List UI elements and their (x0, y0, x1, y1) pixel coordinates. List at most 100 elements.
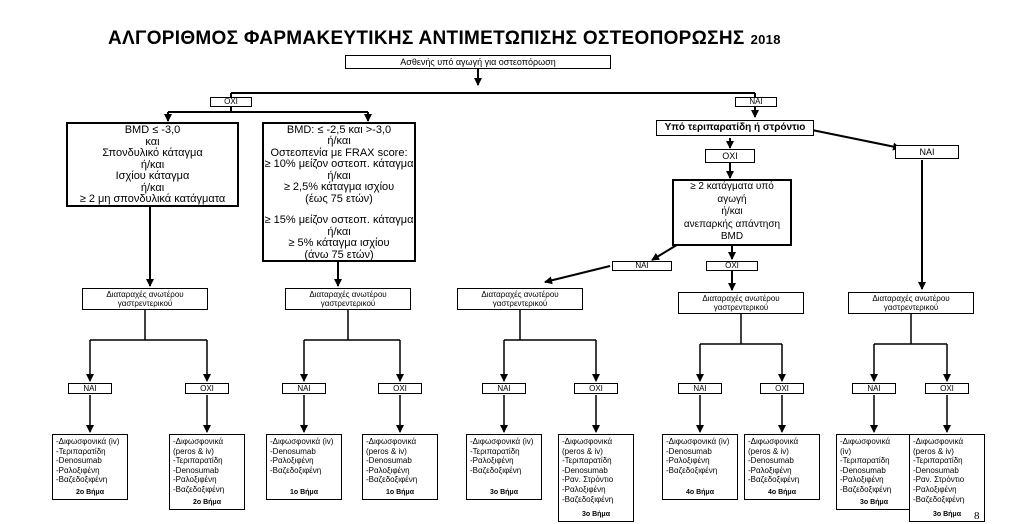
treatment-item: -Ραλοξιφένη (666, 456, 710, 466)
criteria-line: BMD ≤ -3,0 (124, 123, 181, 136)
criteria-line: ή/και (327, 225, 351, 238)
treatment-item: -Τεριπαρατίδη (562, 456, 612, 466)
criteria-line: ανεπαρκής απάντηση (683, 218, 781, 230)
no-label-fracture: ΟΧΙ (706, 261, 758, 271)
yes-label: ΝΑΙ (68, 383, 112, 394)
criteria-line: ≥ 10% μείζον οστεοπ. κάταγμα (264, 158, 414, 171)
criteria-line: ≥ 15% μείζον οστεοπ. κάταγμα (264, 214, 414, 227)
treatment-item: -Διφωσφονικά (840, 437, 891, 446)
treatment-item: -Διφωσφονικά (173, 437, 224, 446)
treatment-item: (peros & iv) (562, 446, 603, 456)
treatment-item: -Διφωσφονικά (iv) (56, 437, 120, 446)
gi-disorder-box: Διαταραχές ανωτέρου γαστρεντερικού (82, 288, 208, 310)
treatment-item: -Denosumab (666, 446, 712, 456)
gi-disorder-box: Διαταραχές ανωτέρου γαστρεντερικού (848, 292, 974, 314)
yes-label: ΝΑΙ (678, 383, 722, 394)
treatment-options-box: -Διφωσφονικά (iv)-Τεριπαρατίδη-Ραλοξιφέν… (466, 434, 542, 500)
treatment-item: (peros & iv) (173, 446, 214, 456)
treatment-item: -Διφωσφονικά (iv) (270, 437, 334, 446)
diagram-title: ΑΛΓΟΡΙΘΜΟΣ ΦΑΡΜΑΚΕΥΤΙΚΗΣ ΑΝΤΙΜΕΤΩΠΙΣΗΣ Ο… (108, 28, 781, 49)
treatment-step: 3ο Βήμα (932, 510, 962, 518)
criteria-line: ή/και (327, 135, 351, 148)
treatment-step: 3ο Βήμα (489, 488, 519, 496)
treatment-item: -Ραλοξιφένη (913, 484, 957, 494)
criteria-line: Ισχίου κάταγμα (115, 170, 190, 183)
treatment-item: -Ραλοξιφένη (56, 465, 100, 475)
treatment-item: -Τεριπαρατίδη (913, 456, 963, 466)
treatment-item: -Denosumab (748, 456, 794, 466)
treatment-step: 1ο Βήμα (385, 488, 415, 496)
no-label: ΟΧΙ (378, 383, 422, 394)
treatment-step: 1ο Βήμα (289, 488, 319, 496)
root-box: Ασθενής υπό αγωγή για οστεοπόρωση (345, 55, 611, 69)
page-number: 8 (974, 510, 980, 522)
treatment-item: -Denosumab (173, 465, 219, 475)
treatment-item: -Βαζεδοξιφένη (270, 465, 322, 475)
treatment-item: -Ραλοξιφένη (366, 465, 410, 475)
treatment-options-box: -Διφωσφονικά(peros & iv)-Τεριπαρατίδη-De… (909, 434, 985, 522)
no-label: ΟΧΙ (185, 383, 229, 394)
treatment-options-box: -Διφωσφονικά (iv)-Denosumab-Ραλοξιφένη-Β… (662, 434, 738, 500)
criteria-line: ≥ 2,5% κάταγμα ισχίου (283, 181, 395, 194)
treatment-step: 4ο Βήμα (767, 488, 797, 496)
no-label-main: ΟΧΙ (210, 97, 252, 107)
teriparatide-question: Υπό τεριπαρατίδη ή στρόντιο (656, 120, 814, 136)
treatment-item: -Ραν. Στρόντιο (913, 475, 965, 485)
treatment-item: -Βαζεδοξιφένη (173, 484, 225, 494)
criteria-line: BMD: ≤ -2,5 και >-3,0 (286, 124, 392, 136)
criteria-line: ή/και (721, 206, 743, 218)
criteria-line: (έως 75 ετών) (305, 192, 373, 205)
title-year: 2018 (750, 32, 781, 47)
criteria-line: ή/και (140, 158, 165, 171)
treatment-item: -Ραν. Στρόντιο (562, 475, 614, 485)
criteria-line: ≥ 5% κάταγμα ισχίου (288, 237, 390, 250)
treatment-item: -Ραλοξιφένη (840, 475, 884, 485)
treatment-options-box: -Διφωσφονικά(iv)-Τεριπαρατίδη-Denosumab-… (836, 434, 912, 510)
treatment-options-box: -Διφωσφονικά (iv)-Τεριπαρατίδη-Denosumab… (52, 434, 128, 500)
treatment-item: -Ραλοξιφένη (173, 475, 217, 485)
treatment-item: -Βαζεδοξιφένη (913, 494, 965, 504)
criteria-line: ≥ 2 μη σπονδυλικά κατάγματα (79, 193, 226, 206)
treatment-options-box: -Διφωσφονικά(peros & iv)-Denosumab-Ραλοξ… (744, 434, 820, 500)
treatment-item: -Βαζεδοξιφένη (56, 475, 108, 485)
gi-disorder-label: Διαταραχές ανωτέρου γαστρεντερικού (309, 289, 387, 308)
gi-disorder-label: Διαταραχές ανωτέρου γαστρεντερικού (106, 289, 184, 308)
yes-label: ΝΑΙ (482, 383, 526, 394)
criteria-line: Οστεοπενία με FRAX score: (270, 146, 408, 159)
treatment-item: (peros & iv) (748, 446, 789, 456)
yes-label: ΝΑΙ (852, 383, 896, 394)
treatment-step: 2ο Βήμα (192, 498, 222, 506)
treatment-item: -Βαζεδοξιφένη (470, 465, 522, 475)
treatment-item: -Denosumab (366, 456, 412, 466)
treatment-item: -Βαζεδοξιφένη (748, 475, 800, 485)
gi-disorder-box: Διαταραχές ανωτέρου γαστρεντερικού (457, 288, 583, 310)
gi-disorder-label: Διαταραχές ανωτέρου γαστρεντερικού (481, 289, 559, 308)
treatment-item: -Διφωσφονικά (366, 437, 417, 446)
criteria-line: ή/και (327, 169, 351, 182)
criteria-line: ή/και (140, 181, 165, 194)
no-label-teri: ΟΧΙ (705, 149, 755, 163)
treatment-item: -Denosumab (840, 465, 886, 475)
criteria-line: BMD (720, 231, 744, 243)
gi-disorder-label: Διαταραχές ανωτέρου γαστρεντερικού (872, 293, 950, 312)
yes-label: ΝΑΙ (282, 383, 326, 394)
yes-label-main: ΝΑΙ (735, 97, 777, 107)
criteria-line: Σπονδυλικό κάταγμα (102, 147, 203, 160)
treatment-options-box: -Διφωσφονικά (iv)-Denosumab-Ραλοξιφένη-Β… (266, 434, 342, 500)
treatment-item: -Ραλοξιφένη (562, 484, 606, 494)
treatment-item: -Διφωσφονικά (913, 437, 964, 446)
treatment-item: -Διφωσφονικά (562, 437, 613, 446)
no-label: ΟΧΙ (760, 383, 804, 394)
treatment-item: -Διφωσφονικά (iv) (470, 437, 534, 446)
gi-disorder-label: Διαταραχές ανωτέρου γαστρεντερικού (702, 293, 780, 312)
treatment-item: -Τεριπαρατίδη (56, 446, 106, 456)
criteria-line: αγωγή (717, 193, 747, 205)
treatment-item: (iv) (840, 446, 852, 456)
treatment-step: 4ο Βήμα (685, 488, 715, 496)
treatment-item: -Βαζεδοξιφένη (840, 484, 892, 494)
treatment-item: -Ραλοξιφένη (470, 456, 514, 466)
treatment-options-box: -Διφωσφονικά(peros & iv)-Τεριπαρατίδη-De… (169, 434, 245, 510)
treatment-step: 2ο Βήμα (75, 488, 105, 496)
